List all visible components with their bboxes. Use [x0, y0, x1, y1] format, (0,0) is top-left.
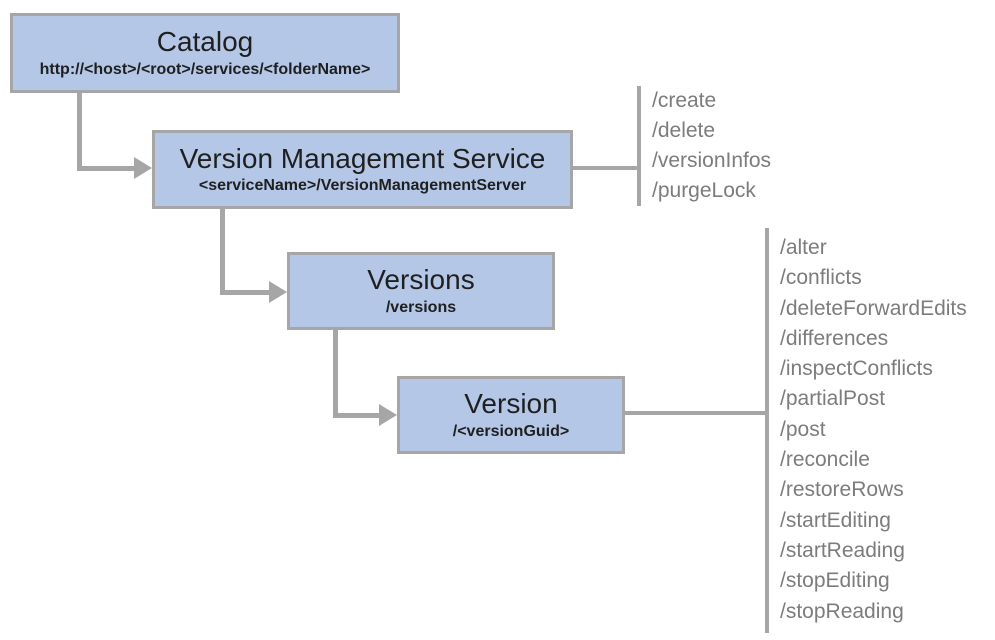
arrowhead-icon	[134, 157, 152, 179]
node-version-management-service: Version Management Service <serviceName>…	[152, 130, 573, 209]
arrowhead-icon	[379, 404, 397, 426]
operation-item: /partialPost	[780, 387, 886, 411]
connector-versions-to-version-horizontal	[333, 413, 379, 418]
node-url-pattern: /<versionGuid>	[452, 422, 570, 440]
connector-catalog-to-vms-vertical	[77, 93, 82, 171]
operation-item: /conflicts	[780, 266, 862, 290]
branch-vms-operations-horizontal	[573, 166, 640, 170]
branch-version-operations-horizontal	[625, 411, 768, 415]
connector-vms-to-versions-vertical	[220, 209, 225, 295]
operation-item: /startEditing	[780, 508, 891, 532]
node-url-pattern: /versions	[385, 298, 457, 316]
vms-operations-list: /create/delete/versionInfos/purgeLock	[652, 86, 771, 206]
node-version: Version /<versionGuid>	[397, 376, 625, 454]
operation-item: /stopReading	[780, 599, 904, 623]
operation-item: /restoreRows	[780, 478, 904, 502]
operation-item: /inspectConflicts	[780, 357, 933, 381]
arrowhead-icon	[269, 281, 287, 303]
node-title: Version Management Service	[179, 142, 546, 174]
operation-item: /create	[652, 89, 717, 112]
node-url-pattern: http://<host>/<root>/services/<folderNam…	[39, 60, 371, 78]
version-operations-list: /alter/conflicts/deleteForwardEdits/diff…	[780, 233, 967, 627]
operation-item: /deleteForwardEdits	[780, 296, 967, 320]
node-versions: Versions /versions	[287, 252, 555, 330]
operation-item: /versionInfos	[652, 149, 772, 172]
node-catalog: Catalog http://<host>/<root>/services/<f…	[10, 13, 400, 93]
operation-item: /differences	[780, 326, 889, 350]
node-title: Versions	[367, 264, 475, 295]
operation-item: /stopEditing	[780, 569, 890, 593]
connector-catalog-to-vms-horizontal	[77, 166, 134, 171]
node-title: Version	[464, 388, 558, 419]
operation-item: /alter	[780, 236, 827, 259]
node-title: Catalog	[156, 26, 254, 57]
branch-version-operations-vertical	[765, 228, 769, 633]
operation-item: /reconcile	[780, 448, 870, 472]
operation-item: /delete	[652, 119, 716, 142]
connector-versions-to-version-vertical	[333, 330, 338, 418]
operation-item: /startReading	[780, 538, 905, 562]
connector-vms-to-versions-horizontal	[220, 290, 269, 295]
operation-item: /post	[780, 417, 826, 441]
operation-item: /purgeLock	[652, 179, 756, 202]
node-url-pattern: <serviceName>/VersionManagementServer	[198, 177, 527, 195]
branch-vms-operations-vertical	[637, 86, 641, 206]
